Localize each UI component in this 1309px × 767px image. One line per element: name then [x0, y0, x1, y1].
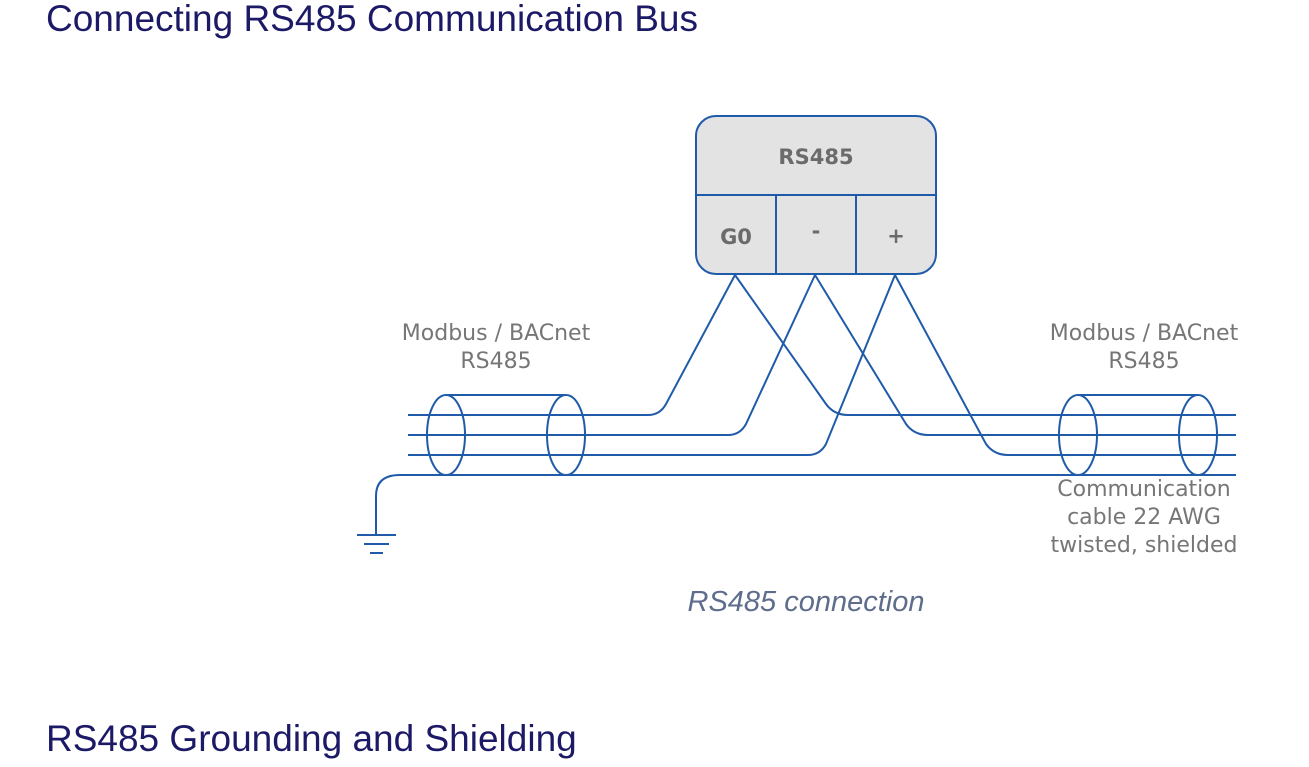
right-cable [1058, 394, 1236, 476]
section-heading: RS485 Grounding and Shielding [46, 718, 577, 759]
left-cable [357, 394, 1236, 554]
page-title: Connecting RS485 Communication Bus [46, 0, 698, 39]
terminal-wires [585, 274, 1059, 456]
right-device-label-line2: RS485 [1108, 349, 1179, 374]
diagram-caption: RS485 connection [688, 586, 925, 618]
left-device-label-line2: RS485 [460, 349, 531, 374]
terminal-minus: - [812, 219, 821, 243]
cable-note-line1: Communication [1057, 477, 1230, 502]
module-title: RS485 [778, 145, 853, 169]
terminal-plus: + [887, 224, 905, 248]
cable-note-line2: cable 22 AWG [1067, 505, 1221, 530]
terminal-g0: G0 [720, 225, 752, 249]
rs485-module: RS485 G0 - + [695, 115, 937, 275]
cable-note-line3: twisted, shielded [1051, 533, 1238, 558]
right-device-label-line1: Modbus / BACnet [1050, 321, 1239, 346]
left-device-label-line1: Modbus / BACnet [402, 321, 591, 346]
